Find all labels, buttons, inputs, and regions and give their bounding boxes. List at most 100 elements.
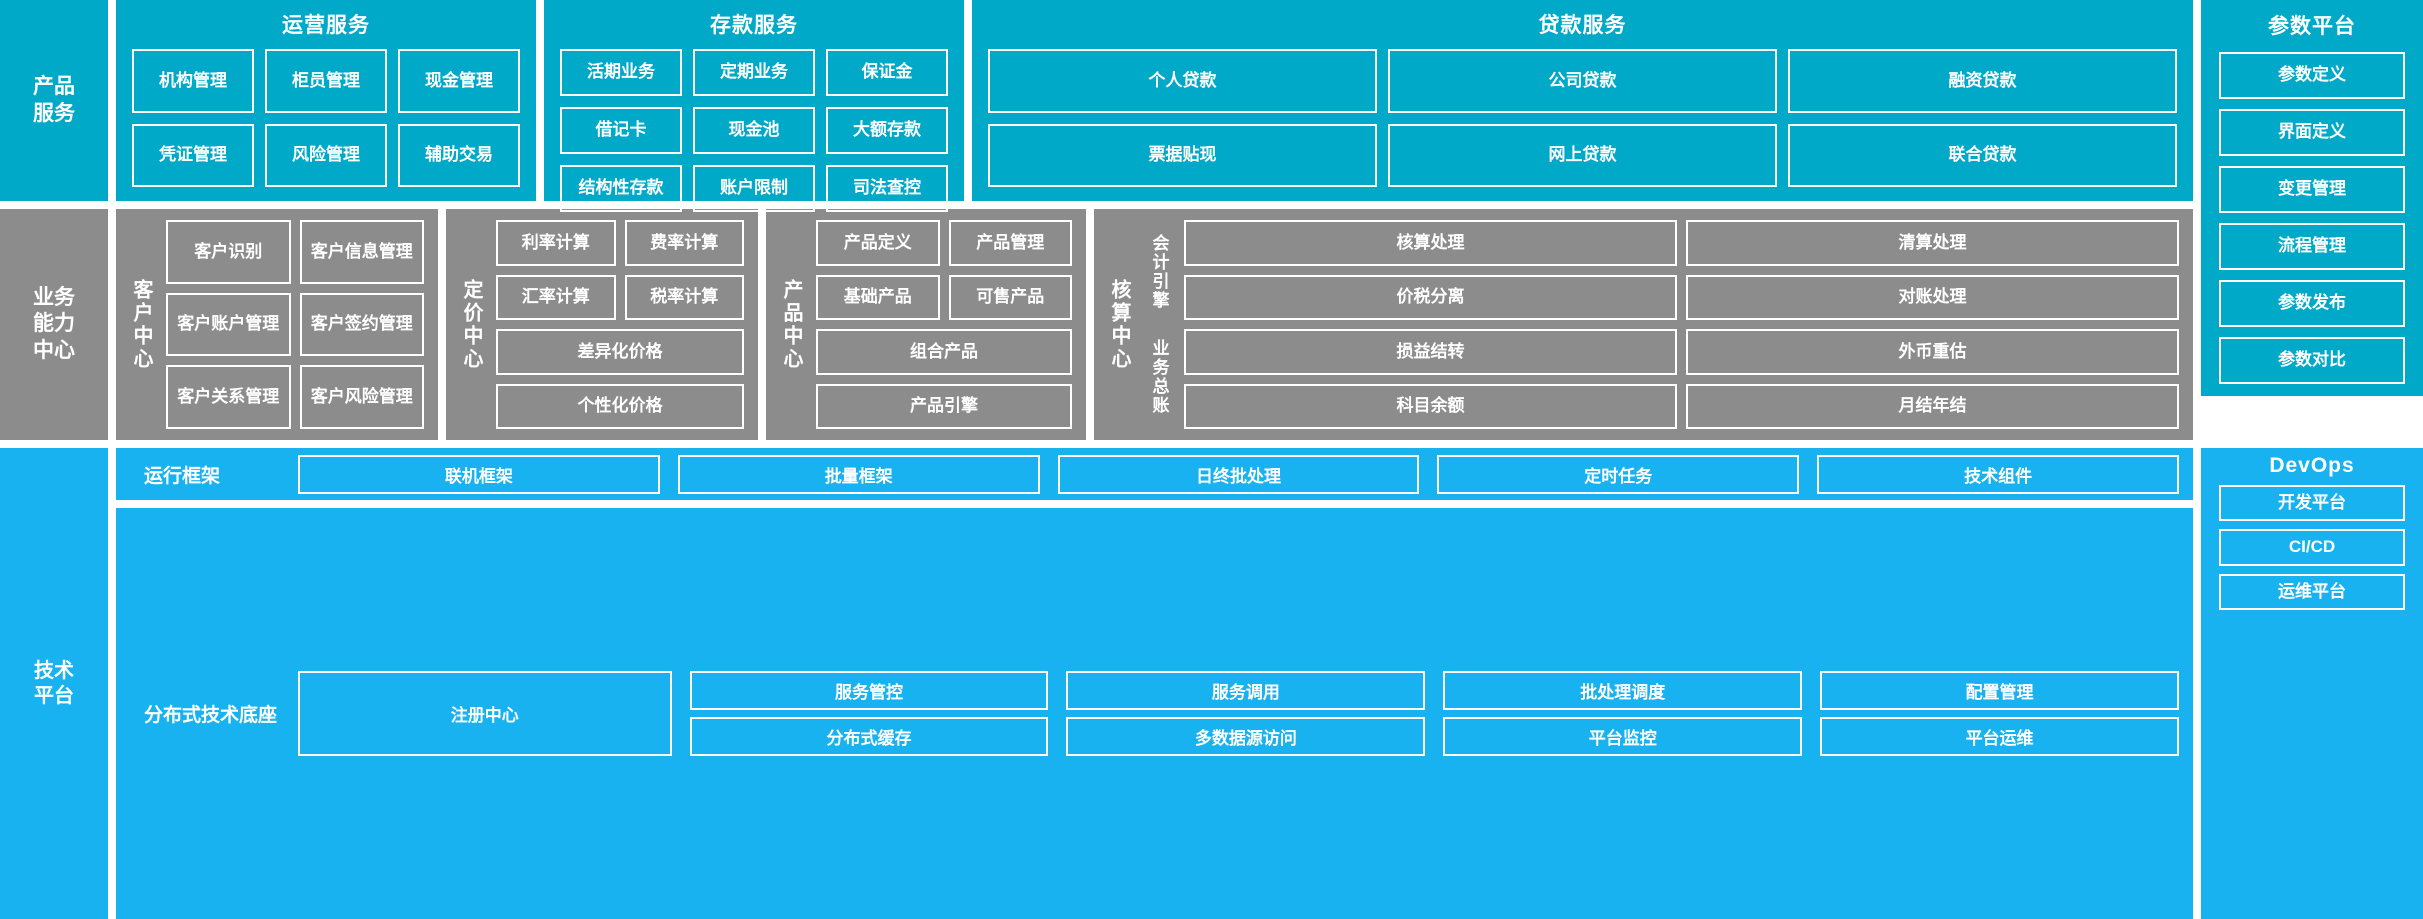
capability-item[interactable]: 科目余额 <box>1184 383 1677 429</box>
rail-product-service: 产品 服务 <box>0 0 108 201</box>
tech-item[interactable]: 多数据源访问 <box>1066 717 1426 756</box>
right-column-top: 参数平台 参数定义 界面定义 变更管理 流程管理 参数发布 参数对比 <box>2201 0 2423 396</box>
param-item[interactable]: 参数对比 <box>2219 337 2405 384</box>
capability-item[interactable]: 客户信息管理 <box>299 220 424 284</box>
service-item[interactable]: 定期业务 <box>693 49 815 96</box>
service-item[interactable]: 联合贷款 <box>1788 123 2177 187</box>
param-item[interactable]: 变更管理 <box>2219 166 2405 213</box>
param-item[interactable]: 参数发布 <box>2219 280 2405 327</box>
capability-item[interactable]: 损益结转 <box>1184 329 1677 375</box>
service-item[interactable]: 活期业务 <box>560 49 682 96</box>
service-item[interactable]: 个人贷款 <box>988 49 1377 113</box>
tech-item-registry[interactable]: 注册中心 <box>298 671 672 756</box>
service-item[interactable]: 借记卡 <box>560 107 682 154</box>
tech-row-runtime-framework[interactable]: 运行框架 联机框架 批量框架 日终批处理 定时任务 技术组件 <box>116 448 2193 500</box>
tech-item[interactable]: 平台监控 <box>1443 717 1803 756</box>
service-item[interactable]: 现金池 <box>693 107 815 154</box>
capability-item[interactable]: 产品管理 <box>948 220 1072 266</box>
service-item[interactable]: 公司贷款 <box>1388 49 1777 113</box>
capability-item[interactable]: 客户关系管理 <box>166 365 291 429</box>
capability-item[interactable]: 汇率计算 <box>496 274 616 320</box>
panel-devops[interactable]: DevOps 开发平台 CI/CD 运维平台 <box>2201 448 2423 919</box>
capability-item[interactable]: 对账处理 <box>1686 274 2179 320</box>
service-item[interactable]: 大额存款 <box>826 107 948 154</box>
band-tech-platform: 技术 平台 运行框架 联机框架 批量框架 日终批处理 定时任务 技术组件 分布式… <box>0 448 2423 919</box>
tech-item[interactable]: 批量框架 <box>677 454 1040 494</box>
capability-item[interactable]: 客户识别 <box>166 220 291 284</box>
devops-item[interactable]: CI/CD <box>2219 529 2405 566</box>
center-accounting-sublabels: 会计引擎 业务总账 <box>1144 220 1174 429</box>
capability-item[interactable]: 税率计算 <box>624 274 744 320</box>
service-item[interactable]: 辅助交易 <box>398 123 520 187</box>
band-business-capability: 业务 能力 中心 客户中心 客户识别 客户信息管理 客户账户管理 客户签约管理 … <box>0 209 2423 440</box>
center-pricing-label: 定价中心 <box>460 278 482 371</box>
service-item[interactable]: 账户限制 <box>693 165 815 212</box>
tech-item[interactable]: 批处理调度 <box>1443 671 1803 710</box>
tech-item[interactable]: 技术组件 <box>1817 454 2179 494</box>
capability-item[interactable]: 月结年结 <box>1686 383 2179 429</box>
tech-item[interactable]: 服务调用 <box>1066 671 1426 710</box>
panel-loan-service-title: 贷款服务 <box>1538 14 1627 37</box>
param-item[interactable]: 界面定义 <box>2219 109 2405 156</box>
capability-item[interactable]: 客户签约管理 <box>299 292 424 357</box>
param-item[interactable]: 参数定义 <box>2219 52 2405 99</box>
tech-item[interactable]: 配置管理 <box>1820 671 2179 710</box>
center-accounting[interactable]: 核算中心 会计引擎 业务总账 核算处理 清算处理 价税分离 对账处理 损益结转 … <box>1094 209 2193 440</box>
service-item[interactable]: 柜员管理 <box>265 49 387 113</box>
capability-item[interactable]: 可售产品 <box>948 274 1072 320</box>
capability-item[interactable]: 客户账户管理 <box>166 292 291 357</box>
tech-item[interactable]: 平台运维 <box>1820 717 2179 756</box>
tech-item[interactable]: 服务管控 <box>689 671 1049 710</box>
service-item[interactable]: 票据贴现 <box>988 123 1377 187</box>
capability-item[interactable]: 客户风险管理 <box>299 365 424 429</box>
devops-item[interactable]: 开发平台 <box>2219 485 2405 522</box>
center-pricing-grid: 利率计算 费率计算 汇率计算 税率计算 差异化价格 个性化价格 <box>496 220 744 429</box>
service-item[interactable]: 融资贷款 <box>1788 49 2177 113</box>
service-item[interactable]: 风险管理 <box>265 123 387 187</box>
capability-item[interactable]: 核算处理 <box>1184 220 1677 266</box>
capability-item[interactable]: 价税分离 <box>1184 274 1677 320</box>
tech-row-distributed-base[interactable]: 分布式技术底座 注册中心 服务管控 分布式缓存 服务调用 多数据源访问 批处理调… <box>116 508 2193 919</box>
panel-deposit-service-title: 存款服务 <box>710 14 798 37</box>
capability-item[interactable]: 产品定义 <box>816 220 940 266</box>
panel-param-platform[interactable]: 参数平台 参数定义 界面定义 变更管理 流程管理 参数发布 参数对比 <box>2201 0 2423 396</box>
capability-item-wide[interactable]: 差异化价格 <box>496 329 744 375</box>
service-item[interactable]: 机构管理 <box>132 49 254 113</box>
capability-item-wide[interactable]: 个性化价格 <box>496 383 744 429</box>
panel-operation-service[interactable]: 运营服务 机构管理 柜员管理 现金管理 凭证管理 风险管理 辅助交易 <box>116 0 536 201</box>
panel-loan-service[interactable]: 贷款服务 个人贷款 公司贷款 融资贷款 票据贴现 网上贷款 联合贷款 <box>972 0 2193 201</box>
capability-item-wide[interactable]: 产品引擎 <box>816 383 1072 429</box>
rail-business-capability: 业务 能力 中心 <box>0 209 108 440</box>
param-item[interactable]: 流程管理 <box>2219 223 2405 270</box>
center-product[interactable]: 产品中心 产品定义 产品管理 基础产品 可售产品 组合产品 产品引擎 <box>766 209 1086 440</box>
service-item[interactable]: 结构性存款 <box>560 165 682 212</box>
center-customer[interactable]: 客户中心 客户识别 客户信息管理 客户账户管理 客户签约管理 客户关系管理 客户… <box>116 209 438 440</box>
rail-business-capability-label: 业务 能力 中心 <box>33 286 75 362</box>
devops-item[interactable]: 运维平台 <box>2219 573 2405 611</box>
tech-item[interactable]: 联机框架 <box>298 454 660 494</box>
service-item[interactable]: 现金管理 <box>398 49 520 113</box>
tech-item[interactable]: 定时任务 <box>1437 454 1800 494</box>
capability-item[interactable]: 外币重估 <box>1686 329 2179 375</box>
tech-platform-rows: 运行框架 联机框架 批量框架 日终批处理 定时任务 技术组件 分布式技术底座 注… <box>116 448 2193 919</box>
center-pricing[interactable]: 定价中心 利率计算 费率计算 汇率计算 税率计算 差异化价格 个性化价格 <box>446 209 758 440</box>
service-item[interactable]: 司法查控 <box>826 165 948 212</box>
service-item[interactable]: 保证金 <box>826 49 948 96</box>
service-item[interactable]: 网上贷款 <box>1388 123 1777 187</box>
capability-item[interactable]: 清算处理 <box>1686 220 2179 266</box>
service-item[interactable]: 凭证管理 <box>132 123 254 187</box>
tech-stack: 服务管控 分布式缓存 <box>689 671 1049 756</box>
capability-item[interactable]: 费率计算 <box>624 220 744 266</box>
accounting-sublabel-engine: 会计引擎 <box>1149 234 1169 311</box>
loan-service-grid: 个人贷款 公司贷款 融资贷款 票据贴现 网上贷款 联合贷款 <box>972 49 2193 201</box>
capability-item[interactable]: 基础产品 <box>816 274 940 320</box>
tech-item[interactable]: 分布式缓存 <box>689 717 1049 756</box>
param-platform-title: 参数平台 <box>2268 15 2356 38</box>
capability-item-wide[interactable]: 组合产品 <box>816 329 1072 375</box>
center-accounting-grid: 核算处理 清算处理 价税分离 对账处理 损益结转 外币重估 科目余额 月结年结 <box>1184 220 2179 429</box>
panel-deposit-service[interactable]: 存款服务 活期业务 定期业务 保证金 借记卡 现金池 大额存款 结构性存款 账户… <box>544 0 964 212</box>
capability-item[interactable]: 利率计算 <box>496 220 616 266</box>
center-customer-grid: 客户识别 客户信息管理 客户账户管理 客户签约管理 客户关系管理 客户风险管理 <box>166 220 424 429</box>
tech-item[interactable]: 日终批处理 <box>1057 454 1420 494</box>
